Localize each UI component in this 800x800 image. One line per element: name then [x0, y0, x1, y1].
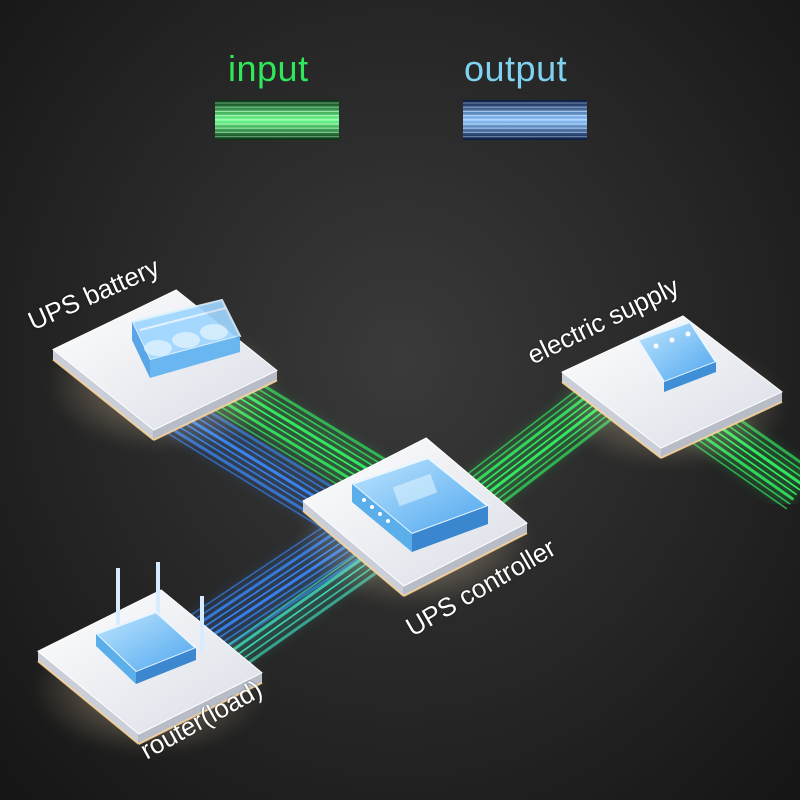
power-adapter-icon — [636, 320, 718, 392]
ups-controller-icon — [349, 456, 491, 552]
battery-pack-icon — [130, 298, 242, 378]
legend-output-label: output — [464, 48, 568, 89]
legend-input-swatch — [215, 100, 339, 140]
legend-output-swatch — [463, 100, 587, 140]
legend-input-label: input — [228, 48, 309, 89]
wifi-router-icon — [94, 562, 204, 684]
